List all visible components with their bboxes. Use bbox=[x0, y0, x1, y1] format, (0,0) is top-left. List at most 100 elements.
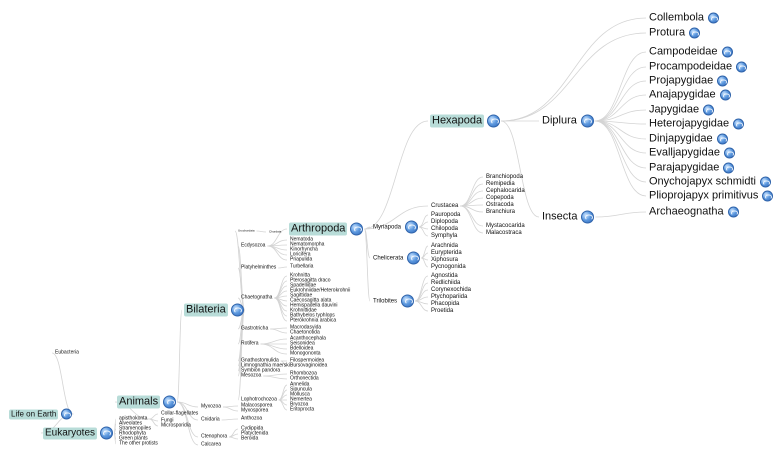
tree-node-chelicerata[interactable]: Chelicerata bbox=[372, 251, 421, 265]
tree-node-apisthokonta[interactable]: apisthokonta bbox=[118, 415, 148, 422]
tree-node-onychojapyx[interactable]: Onychojapyx schmidti bbox=[648, 176, 771, 188]
tree-node-symbion[interactable]: Symbion pandora bbox=[240, 368, 281, 374]
globe-icon[interactable] bbox=[760, 176, 771, 188]
node-label[interactable]: Acanthocephala bbox=[290, 335, 326, 342]
node-label[interactable]: Symphyla bbox=[431, 233, 458, 239]
node-label[interactable]: Annelida bbox=[290, 381, 310, 388]
tree-node-chilopoda[interactable]: Chilopoda bbox=[430, 226, 459, 232]
node-label[interactable]: Dinjapygidae bbox=[649, 132, 713, 145]
tree-node-myriapoda[interactable]: Myriapoda bbox=[372, 220, 419, 234]
node-label[interactable]: Sipuncula bbox=[290, 386, 312, 393]
tree-node-protura[interactable]: Protura bbox=[648, 26, 701, 39]
node-label[interactable]: Chaetognatha bbox=[241, 294, 273, 301]
tree-node-pauropoda[interactable]: Pauropoda bbox=[430, 212, 461, 218]
tree-node-proetida[interactable]: Proetida bbox=[430, 308, 454, 314]
node-label[interactable]: apisthokonta bbox=[119, 415, 148, 422]
node-label[interactable]: Evalljapygidae bbox=[649, 146, 720, 159]
node-label[interactable]: Lophotrochozoa bbox=[241, 396, 277, 403]
node-label[interactable]: Bilateria bbox=[184, 303, 228, 317]
node-label[interactable]: Spadellidae bbox=[290, 282, 317, 289]
tree-node-campodeidae[interactable]: Campodeidae bbox=[648, 46, 733, 58]
tree-node-anthozoa[interactable]: Anthozoa bbox=[240, 416, 263, 422]
globe-icon[interactable] bbox=[703, 104, 715, 116]
node-label[interactable]: Life on Earth bbox=[9, 409, 59, 419]
node-label[interactable]: Corynexochida bbox=[431, 287, 472, 293]
tree-node-heterojapygidae[interactable]: Heterojapygidae bbox=[648, 118, 745, 130]
node-label[interactable]: Mollusca bbox=[290, 391, 310, 398]
node-label[interactable]: Protura bbox=[649, 26, 686, 39]
tree-node-ecdysozoa[interactable]: Ecdysozoa bbox=[240, 243, 266, 249]
globe-icon[interactable] bbox=[581, 210, 595, 224]
tree-node-monogononta[interactable]: Monogononta bbox=[289, 351, 322, 357]
tree-node-phacopida[interactable]: Phacopida bbox=[430, 301, 460, 307]
tree-node-archaeognatha[interactable]: Archaeognatha bbox=[648, 206, 739, 218]
node-label[interactable]: Chilopoda bbox=[431, 226, 459, 232]
tree-node-procampodeidae[interactable]: Procampodeidae bbox=[648, 61, 748, 73]
globe-icon[interactable] bbox=[407, 251, 421, 265]
tree-node-bathybelos[interactable]: Bathybelos typhlops bbox=[289, 312, 336, 319]
tree-node-insecta[interactable]: Insecta bbox=[541, 210, 595, 224]
tree-node-hemispadella[interactable]: Hemispadella dauvini bbox=[289, 302, 339, 309]
tree-node-myxozoa[interactable]: Myxozoa bbox=[200, 404, 222, 410]
tree-node-chaetognatha[interactable]: Chaetognatha bbox=[240, 294, 273, 301]
node-label[interactable]: Filospermoidea bbox=[290, 357, 325, 364]
node-label[interactable]: Xiphosura bbox=[431, 257, 459, 263]
tree-node-mystacocarida[interactable]: Mystacocarida bbox=[485, 223, 526, 229]
node-label[interactable]: Copepoda bbox=[486, 195, 514, 201]
tree-node-parajapygidae[interactable]: Parajapygidae bbox=[648, 162, 735, 174]
node-label[interactable]: Platyctenida bbox=[241, 430, 269, 437]
node-label[interactable]: Hemispadella dauvini bbox=[290, 302, 338, 309]
node-label[interactable]: Redlichiida bbox=[431, 280, 461, 286]
globe-icon[interactable] bbox=[230, 303, 244, 317]
node-label[interactable]: Kinorhyncha bbox=[290, 246, 318, 253]
node-label[interactable]: Arthropoda bbox=[289, 222, 348, 236]
node-label[interactable]: Insecta bbox=[542, 210, 578, 223]
node-label[interactable]: Bathybelos typhlops bbox=[290, 312, 335, 319]
node-label[interactable]: Krohnitta bbox=[290, 272, 311, 279]
node-label[interactable]: Collar-flagellates bbox=[161, 410, 199, 417]
tree-node-other-protists[interactable]: The other protists bbox=[118, 441, 159, 447]
node-label[interactable]: Cydippida bbox=[241, 425, 264, 432]
tree-node-nematoda[interactable]: Nematoda bbox=[289, 237, 314, 243]
node-label[interactable]: Platyhelminthes bbox=[241, 264, 277, 271]
globe-icon[interactable] bbox=[717, 75, 729, 87]
node-label[interactable]: Anajapygidae bbox=[649, 88, 716, 101]
tree-node-lophotrochozoa[interactable]: Lophotrochozoa bbox=[240, 396, 278, 403]
tree-node-pterosagitta[interactable]: Pterosagitta draco bbox=[289, 278, 332, 284]
node-label[interactable]: Arachnida bbox=[431, 243, 459, 249]
tree-node-filospermoidea[interactable]: Filospermoidea bbox=[289, 357, 325, 364]
tree-node-collembola[interactable]: Collembola bbox=[648, 12, 720, 24]
tree-node-annelida[interactable]: Annelida bbox=[289, 381, 310, 388]
tree-node-eurypterida[interactable]: Eurypterida bbox=[430, 250, 463, 256]
node-label[interactable]: Branchiura bbox=[486, 209, 516, 215]
tree-node-acanthocephala[interactable]: Acanthocephala bbox=[289, 335, 327, 342]
node-label[interactable]: Remipedia bbox=[486, 181, 515, 187]
node-label[interactable]: Bryozoa bbox=[290, 401, 309, 408]
tree-node-anajapygidae[interactable]: Anajapygidae bbox=[648, 88, 731, 101]
tree-node-bursovaginoidea[interactable]: Bursovaginoidea bbox=[289, 363, 328, 369]
node-label[interactable]: Chelicerata bbox=[373, 255, 404, 261]
globe-icon[interactable] bbox=[723, 147, 735, 159]
tree-node-cnidaria[interactable]: Cnidaria bbox=[200, 417, 221, 423]
node-label[interactable]: Diplura bbox=[542, 114, 577, 127]
tree-node-corynexochida[interactable]: Corynexochida bbox=[430, 287, 472, 293]
tree-node-plioprojapyx[interactable]: Plioprojapyx primitivus bbox=[648, 190, 774, 202]
tree-node-ptychopariida[interactable]: Ptychopariida bbox=[430, 294, 468, 300]
node-label[interactable]: Eukrohniidae/Heterokrohnii bbox=[290, 287, 351, 294]
tree-node-krohnitta[interactable]: Krohnitta bbox=[289, 272, 311, 279]
tree-node-malacostraca[interactable]: Malacostraca bbox=[485, 230, 523, 236]
tree-node-cydippida[interactable]: Cydippida bbox=[240, 425, 264, 432]
node-label[interactable]: Mystacocarida bbox=[486, 223, 525, 229]
tree-node-calcarea[interactable]: Calcarea bbox=[200, 442, 222, 448]
tree-node-collar-flagellates[interactable]: Collar-flagellates bbox=[160, 410, 199, 417]
tree-node-branchiura[interactable]: Branchiura bbox=[485, 209, 516, 215]
node-label[interactable]: Rhombozoa bbox=[290, 370, 317, 377]
tree-node-eubacteria[interactable]: Eubacteria bbox=[54, 350, 80, 356]
globe-icon[interactable] bbox=[723, 162, 735, 174]
globe-icon[interactable] bbox=[736, 61, 748, 73]
node-label[interactable]: Mesozoa bbox=[241, 372, 262, 379]
node-label[interactable]: Stramenopiles bbox=[119, 425, 151, 432]
tree-node-japygidae[interactable]: Japygidae bbox=[648, 104, 715, 116]
globe-icon[interactable] bbox=[350, 222, 364, 236]
tree-node-bilateria[interactable]: Bilateria bbox=[184, 303, 244, 317]
